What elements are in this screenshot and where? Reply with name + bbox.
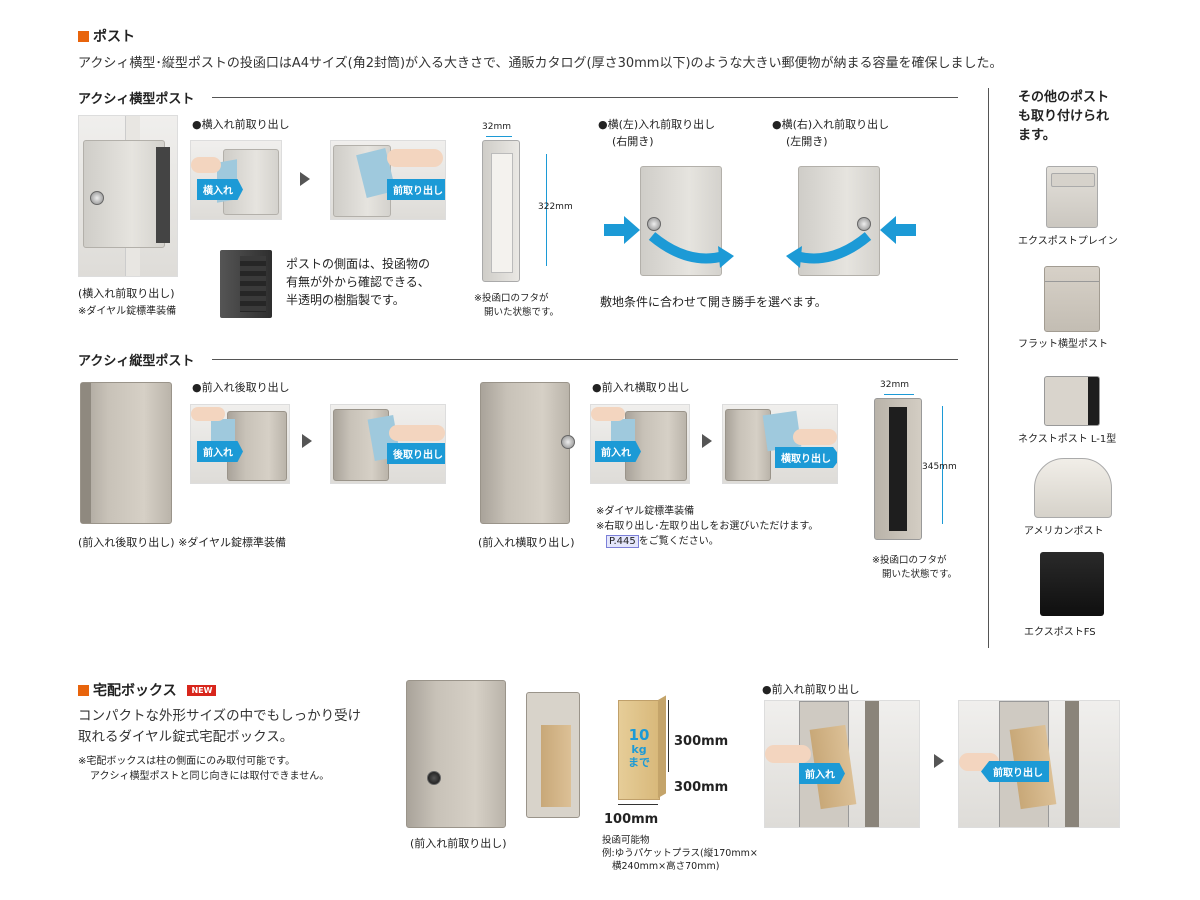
tate-rear-caption: (前入れ後取り出し) ※ダイヤル錠標準装備 — [78, 536, 286, 549]
front-insert-arrow: 前入れ — [197, 441, 243, 462]
column-divider — [988, 88, 989, 648]
insert-right-arrow-icon — [880, 216, 916, 244]
yoko-slot-note-2: 開いた状態です。 — [484, 307, 560, 318]
swing-left-arrow-icon — [794, 232, 872, 264]
yoko-slot-photo — [482, 140, 520, 282]
slot-height-label: 322mm — [538, 202, 573, 212]
yoko-caption: (横入れ前取り出し) — [78, 287, 175, 300]
tate-slot-note-1: ※投函口のフタが — [872, 555, 947, 566]
yoko-insert-photo: 横入れ — [190, 140, 282, 220]
yoko-dial-note: ※ダイヤル錠標準装備 — [78, 306, 177, 317]
other-post-2: フラット横型ポスト — [1018, 339, 1108, 350]
choose-direction-text: 敷地条件に合わせて開き勝手を選べます。 — [600, 295, 827, 309]
package-depth: 300mm — [674, 780, 729, 795]
right-insert-label: ●横(右)入れ前取り出し — [772, 118, 890, 131]
takuhai-method-label: ●前入れ前取り出し — [762, 683, 860, 696]
divider — [212, 97, 958, 98]
left-insert-label: ●横(左)入れ前取り出し — [598, 118, 716, 131]
next-step-arrow-icon — [302, 434, 312, 448]
tate-rear-remove-photo: 後取り出し — [330, 404, 446, 484]
swing-right-arrow-icon — [648, 232, 726, 264]
takuhai-insert-photo: 前入れ — [764, 700, 920, 828]
right-opening-label: (右開き) — [612, 135, 654, 148]
other-posts-heading: その他のポスト も取り付けられ ます。 — [1018, 90, 1110, 143]
tate-front-insert-photo: 前入れ — [190, 404, 290, 484]
orange-square-icon — [78, 31, 89, 42]
takuhai-note-1: ※宅配ボックスは柱の側面にのみ取付可能です。 — [78, 756, 296, 767]
expost-fs-photo — [1040, 552, 1104, 616]
package-width: 100mm — [604, 812, 659, 827]
flat-yoko-post-photo — [1044, 266, 1100, 332]
tate-lr-note: ※右取り出し･左取り出しをお選びいただけます。 — [596, 521, 819, 532]
other-post-4: アメリカンポスト — [1024, 526, 1104, 537]
tate-method2-label: ●前入れ横取り出し — [592, 381, 690, 394]
dial-lock-icon — [90, 191, 104, 205]
takuhai-box-photo — [406, 680, 506, 828]
yoko-remove-photo: 前取り出し — [330, 140, 446, 220]
takuhai-description: コンパクトな外形サイズの中でもしっかり受け 取れるダイヤル錠式宅配ボックス。 — [78, 708, 362, 745]
slot-width-label: 32mm — [482, 122, 511, 132]
tate-side-post-photo — [480, 382, 575, 524]
next-step-arrow-icon — [934, 754, 944, 768]
other-post-3: ネクストポスト L-1型 — [1018, 434, 1117, 445]
translucent-side-photo — [220, 250, 272, 318]
takuhai-remove-arrow: 前取り出し — [981, 761, 1049, 782]
opening-arrows — [604, 216, 916, 268]
other-post-1: エクスポストプレイン — [1018, 236, 1118, 247]
package-note-1: 投函可能物 — [602, 835, 650, 846]
takuhai-insert-arrow: 前入れ — [799, 763, 845, 784]
divider — [212, 359, 958, 360]
side-panel-text-1: ポストの側面は、投函物の — [286, 257, 431, 271]
insert-side-arrow: 横入れ — [197, 179, 243, 200]
tate-dial-note: ※ダイヤル錠標準装備 — [596, 506, 695, 517]
take-out-front-arrow: 前取り出し — [387, 179, 445, 200]
other-post-5: エクスポストFS — [1024, 627, 1096, 638]
next-step-arrow-icon — [300, 172, 310, 186]
tate-slot-height-label: 345mm — [922, 462, 957, 472]
tate-slot-photo — [874, 398, 922, 540]
package-note-2: 例:ゆうパケットプラス(縦170mm× — [602, 848, 758, 859]
left-opening-label: (左開き) — [786, 135, 828, 148]
next-step-arrow-icon — [702, 434, 712, 448]
yoko-slot-note-1: ※投函口のフタが — [474, 293, 549, 304]
insert-left-arrow-icon — [604, 216, 640, 244]
front-insert-arrow-2: 前入れ — [595, 441, 641, 462]
tate-side-remove-photo: 横取り出し — [722, 404, 838, 484]
tate-slot-note-2: 開いた状態です。 — [882, 569, 958, 580]
page-link[interactable]: P.445 — [606, 535, 639, 548]
tate-method1-label: ●前入れ後取り出し — [192, 381, 290, 394]
new-badge: NEW — [187, 685, 217, 696]
takuhai-note-2: アクシィ横型ポストと同じ向きには取付できません。 — [90, 771, 330, 782]
yoko-post-photo — [78, 115, 178, 277]
side-panel-text-2: 有無が外から確認できる、 — [286, 275, 430, 289]
next-post-photo — [1044, 376, 1100, 426]
side-panel-text-3: 半透明の樹脂製です。 — [286, 293, 405, 307]
package-note-3: 横240mm×高さ70mm) — [612, 861, 720, 872]
takuhai-section-title: 宅配ボックス NEW — [78, 680, 217, 700]
tate-side-caption: (前入れ横取り出し) — [478, 536, 575, 549]
yoko-method-label: ●横入れ前取り出し — [192, 118, 290, 131]
post-intro: アクシィ横型･縦型ポストの投函口はA4サイズ(角2封筒)が入る大きさで、通販カタ… — [78, 56, 1003, 71]
tate-front-insert2-photo: 前入れ — [590, 404, 690, 484]
dial-lock-icon — [427, 771, 441, 785]
yoko-post-box — [83, 140, 170, 248]
takuhai-caption: (前入れ前取り出し) — [410, 837, 507, 850]
package-height: 300mm — [674, 734, 729, 749]
package-diagram: 10 kg まで — [618, 700, 660, 800]
american-post-photo — [1034, 458, 1112, 518]
orange-square-icon — [78, 685, 89, 696]
yoko-title: アクシィ横型ポスト — [78, 92, 195, 107]
takuhai-remove-photo: 前取り出し — [958, 700, 1120, 828]
tate-slot-width-label: 32mm — [880, 380, 909, 390]
take-out-side-arrow: 横取り出し — [775, 447, 837, 468]
post-section-title: ポスト — [78, 26, 135, 46]
take-out-rear-arrow: 後取り出し — [387, 443, 445, 464]
tate-rear-post-photo — [80, 382, 172, 524]
tate-title: アクシィ縦型ポスト — [78, 354, 195, 369]
takuhai-open-photo — [526, 692, 580, 818]
expost-plain-photo — [1046, 166, 1098, 228]
